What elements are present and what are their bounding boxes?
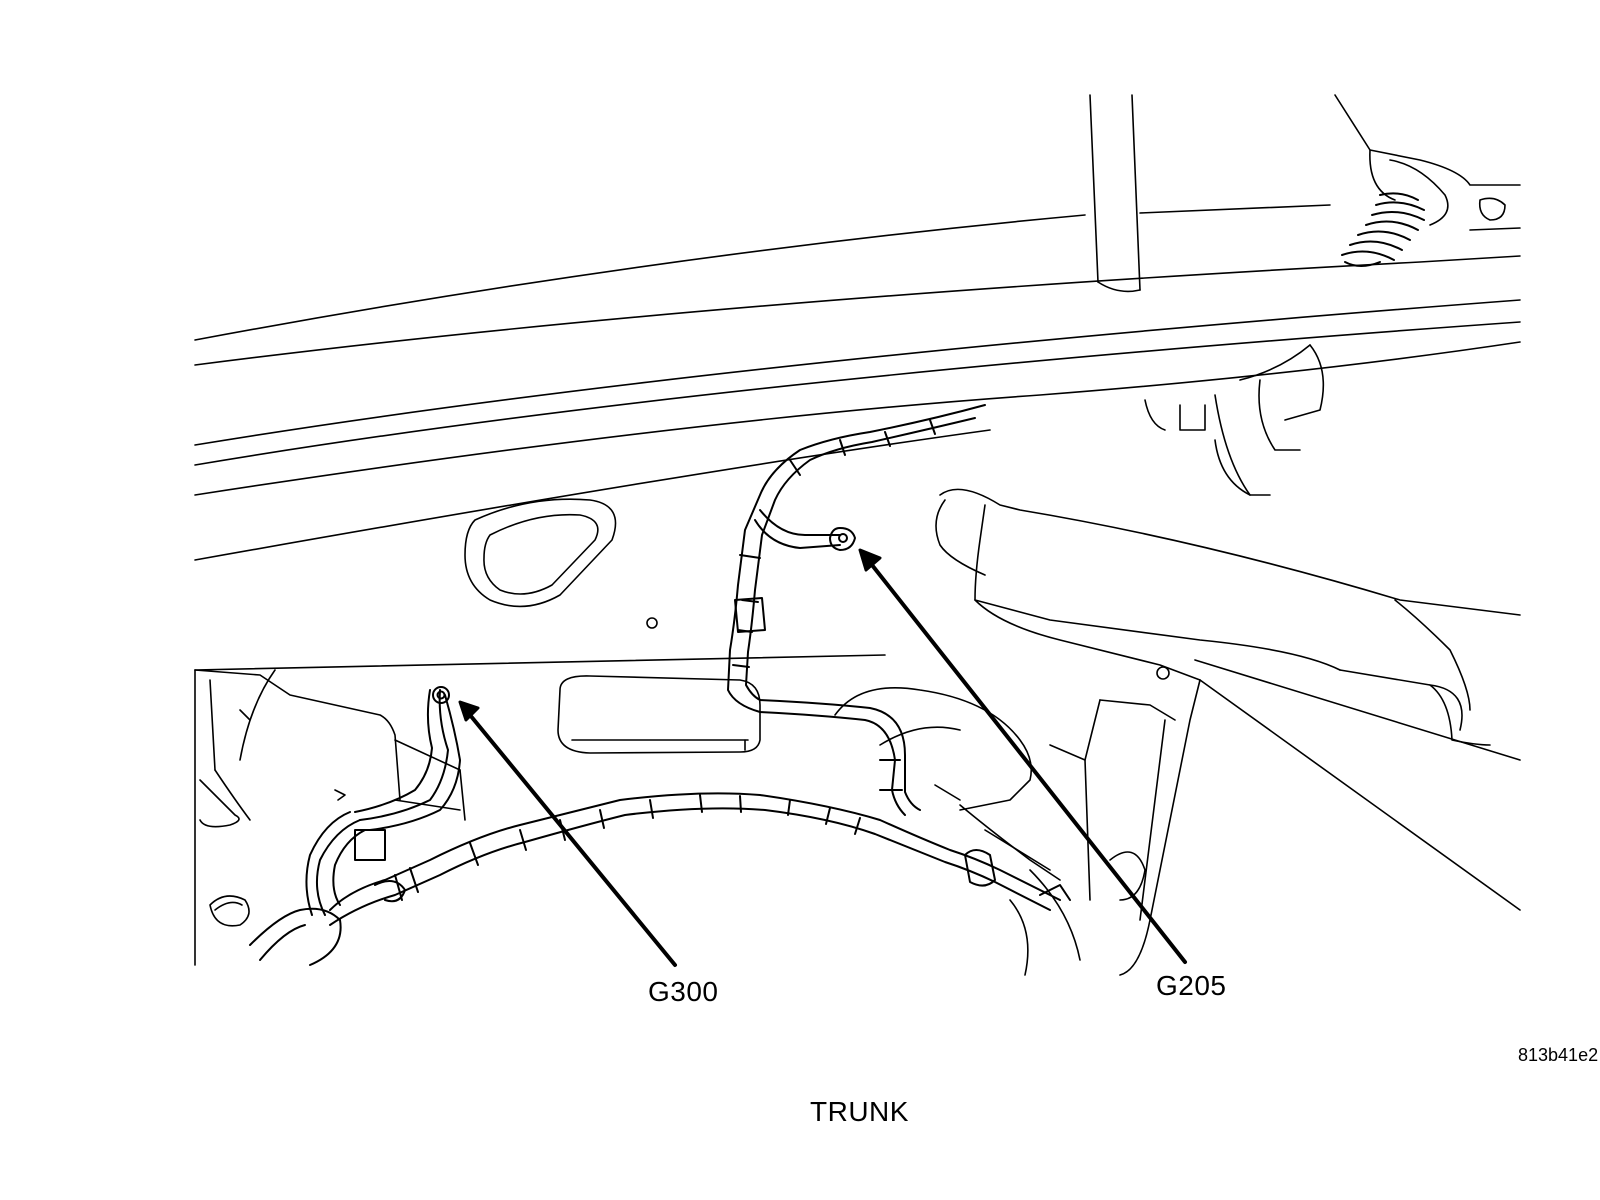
vertical-support-rod: [1089, 94, 1141, 293]
leader-arrow-g300: [458, 700, 677, 967]
leader-arrow-g205: [858, 548, 1187, 964]
wheelhouse-curves: [834, 687, 1081, 976]
cover-plate: [557, 675, 761, 754]
rear-crossmember: [194, 204, 1521, 561]
corrugated-grommet: [1341, 192, 1425, 267]
left-panel-openings: [194, 498, 886, 671]
right-side-panel: [935, 488, 1521, 976]
upper-right-bracket: [1334, 94, 1521, 231]
hanging-bracket: [1144, 344, 1325, 496]
wiring-harness: [249, 404, 1071, 966]
callout-label-g300: G300: [648, 976, 719, 1007]
view-caption: TRUNK: [810, 1096, 909, 1127]
lower-left-floor: [194, 669, 466, 966]
ground-stud-g205: [829, 527, 856, 551]
figure-id: 813b41e2: [1518, 1045, 1599, 1065]
ground-stud-g300: [432, 686, 450, 704]
callout-label-g205: G205: [1156, 970, 1227, 1001]
